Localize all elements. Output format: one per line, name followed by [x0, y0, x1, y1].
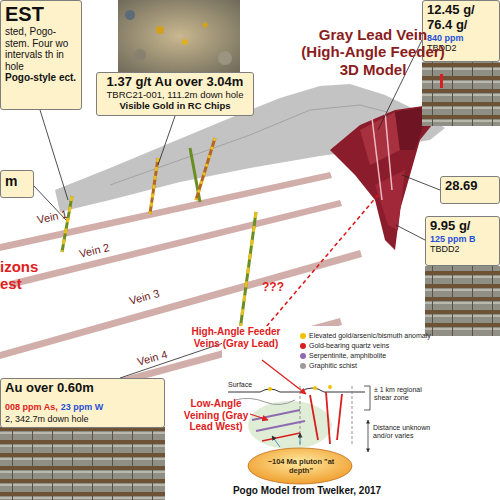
- schist: [235, 398, 295, 404]
- drill-hole: [196, 138, 215, 200]
- legend-swatch: [300, 363, 306, 369]
- callout-text: Visible Gold in RC Chips: [101, 101, 249, 112]
- chip: [125, 10, 135, 20]
- gold-grain: [182, 39, 188, 45]
- pluton: [248, 448, 352, 484]
- model-label: ~104 Ma pluton "at depth": [256, 458, 346, 475]
- callout-text: 840 ppm: [427, 33, 495, 43]
- leader-line: [40, 110, 68, 200]
- high-angle-vein: [326, 392, 330, 444]
- drill-hole: [385, 112, 392, 190]
- drill-hole: [372, 118, 382, 200]
- assay-callout: m: [0, 170, 34, 198]
- gold-grain: [156, 26, 164, 34]
- legend-text: Elevated gold/arsenic/bismuth anomaly: [309, 332, 431, 339]
- drill-hole: [196, 138, 215, 200]
- model-inset: [222, 326, 422, 500]
- pointer-arrow: [262, 360, 306, 394]
- high-angle-vein: [310, 395, 318, 440]
- chip: [134, 49, 146, 61]
- legend-text: Serpentinite, amphibolite: [309, 352, 386, 359]
- drill-hole: [62, 196, 72, 252]
- shear-zone: [352, 386, 353, 445]
- low-angle-vein: [252, 410, 300, 420]
- leader-line: [402, 175, 440, 190]
- shear-bracket: [364, 386, 370, 410]
- fluid-arrow: [272, 436, 280, 447]
- callout-text: 125 ppm B: [430, 234, 495, 244]
- model-label: Distance unknown and/or varies: [373, 424, 435, 440]
- chip: [218, 51, 232, 65]
- callout-text: sted, Pogo- stem. Four wo intervals th i…: [5, 26, 77, 72]
- core-photo: [0, 427, 165, 500]
- callout-heading: Au over 0.60m: [5, 381, 160, 396]
- surface-line: [228, 388, 365, 392]
- legend-entry: Serpentinite, amphibolite: [300, 351, 386, 360]
- anomaly-dot: [313, 386, 317, 390]
- summary-box: ESTsted, Pogo- stem. Four wo intervals t…: [0, 0, 82, 110]
- callout-heading: 12.45 g/: [427, 3, 495, 18]
- model-annotation: Low-Angle Veining (Gray Lead West): [180, 398, 252, 433]
- leader-line: [396, 225, 425, 240]
- assay-callout: 9.95 g/125 ppm BTBDD2: [425, 216, 500, 266]
- model-title: Gray Lead Vein (High-Angle Feeder) 3D Mo…: [298, 26, 448, 78]
- legend-swatch: [300, 353, 306, 359]
- legend-text: Gold-bearing quartz veins: [309, 342, 389, 349]
- callout-text: 23 ppm W: [61, 402, 104, 412]
- legend-entry: Elevated gold/arsenic/bismuth anomaly: [300, 331, 431, 340]
- callout-text: TBDD2: [430, 244, 495, 254]
- vein-horizon: [0, 172, 332, 251]
- vein-model-facet: [360, 112, 400, 165]
- drill-hole: [150, 158, 158, 214]
- uncertainty-mark: ???: [262, 281, 292, 295]
- core-photo: [425, 266, 500, 336]
- shear-zone: [300, 386, 301, 445]
- anomaly-dot: [328, 385, 332, 389]
- anomaly-dot: [268, 387, 272, 391]
- gold-grain: [203, 23, 208, 28]
- pointer-arrow: [250, 414, 268, 420]
- callout-text: 76.4 g/: [427, 18, 495, 33]
- low-angle-vein: [256, 421, 305, 431]
- distance-arrow: [368, 420, 369, 452]
- core-photo: [422, 62, 500, 126]
- callout-text: 008 ppm As,: [5, 402, 58, 412]
- legend-entry: Gold-bearing quartz veins: [300, 341, 389, 350]
- assay-callout: 28.69: [440, 176, 500, 204]
- caption: Pogo Model from Twelker, 2017: [232, 485, 382, 497]
- callout-heading: 28.69: [445, 179, 495, 194]
- callout-heading: m: [5, 173, 29, 189]
- drill-hole: [238, 212, 256, 345]
- callout-heading: 1.37 g/t Au over 3.04m: [101, 75, 249, 90]
- callout-heading: EST: [5, 3, 77, 26]
- legend-text: Graphitic schist: [309, 362, 357, 369]
- legend-entry: Graphitic schist: [300, 361, 357, 370]
- model-label: ± 1 km regional shear zone: [374, 386, 438, 402]
- alteration-envelope: [248, 401, 332, 449]
- assay-callout: Au over 0.60m 008 ppm As,23 ppm W 2, 342.7…: [0, 378, 165, 428]
- drill-hole: [150, 158, 158, 214]
- fluid-arrow: [300, 433, 301, 445]
- gold-photo: [118, 0, 240, 72]
- high-angle-vein: [337, 394, 342, 440]
- callout-text: 2, 342.7m down hole: [5, 414, 160, 424]
- model-label: Surface: [228, 381, 268, 389]
- projection-line: [255, 195, 378, 340]
- leader-line: [158, 116, 175, 165]
- drill-hole: [238, 212, 256, 345]
- low-angle-vein: [262, 433, 300, 441]
- model-annotation: High-Angle Feeder Veins (Gray Lead): [190, 326, 282, 349]
- callout-heading: 9.95 g/: [430, 219, 495, 234]
- assay-callout: 1.37 g/t Au over 3.04mTBRC21-001, 111.2m…: [96, 72, 254, 116]
- callout-text: TBRC21-001, 111.2m down hole: [101, 90, 249, 101]
- legend-swatch: [300, 333, 306, 339]
- vein-model: [330, 105, 440, 250]
- drill-hole: [62, 196, 72, 252]
- core-marker: [440, 74, 443, 88]
- callout-text: Pogo-style ect.: [5, 72, 77, 84]
- legend-swatch: [300, 343, 306, 349]
- horizon-label: izons est: [0, 258, 48, 293]
